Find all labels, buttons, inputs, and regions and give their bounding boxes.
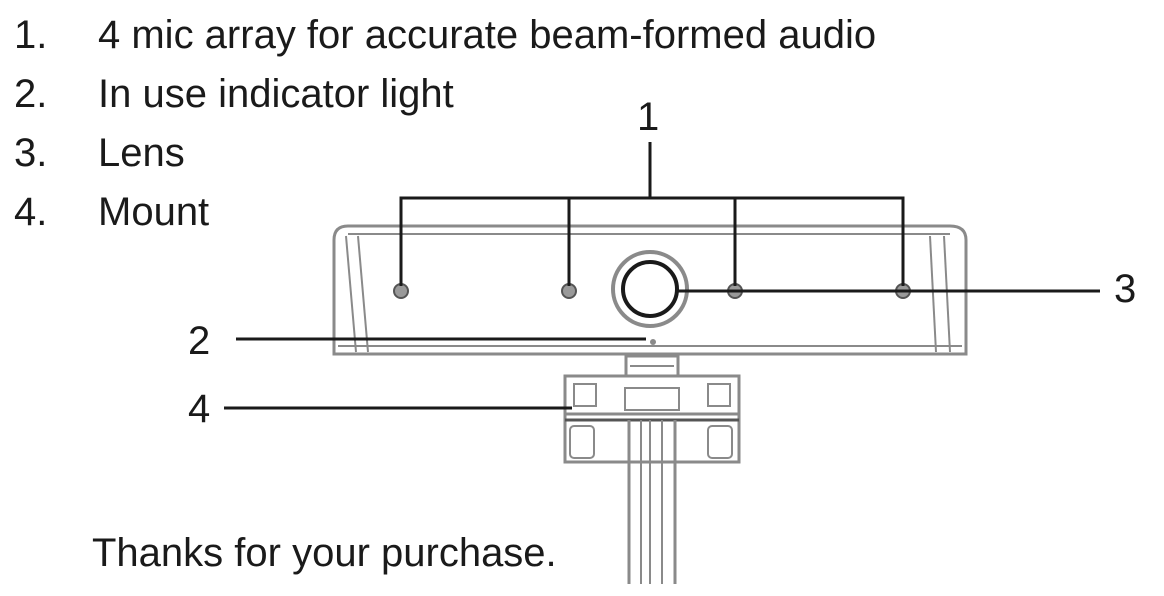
mount: [563, 354, 741, 584]
legend-label: In use indicator light: [98, 72, 454, 116]
mic-dot: [561, 283, 577, 299]
mic-dot: [393, 283, 409, 299]
legend-number: 3.: [14, 131, 48, 175]
legend-number: 2.: [14, 72, 48, 116]
callout-1: 1: [637, 95, 659, 139]
legend-label: Lens: [98, 131, 185, 175]
legend-label: Mount: [98, 190, 210, 234]
indicator-light: [650, 339, 656, 345]
legend-number: 4.: [14, 190, 48, 234]
legend-number: 1.: [14, 13, 48, 57]
callout-2: 2: [188, 319, 210, 363]
callout-lines: [224, 142, 1100, 410]
callout-line-1-bracket: [399, 196, 905, 286]
callout-4: 4: [188, 387, 210, 431]
thanks-message: Thanks for your purchase.: [92, 531, 557, 575]
callout-3: 3: [1114, 267, 1136, 311]
legend-label: 4 mic array for accurate beam-formed aud…: [98, 13, 877, 57]
lens: [611, 250, 689, 328]
